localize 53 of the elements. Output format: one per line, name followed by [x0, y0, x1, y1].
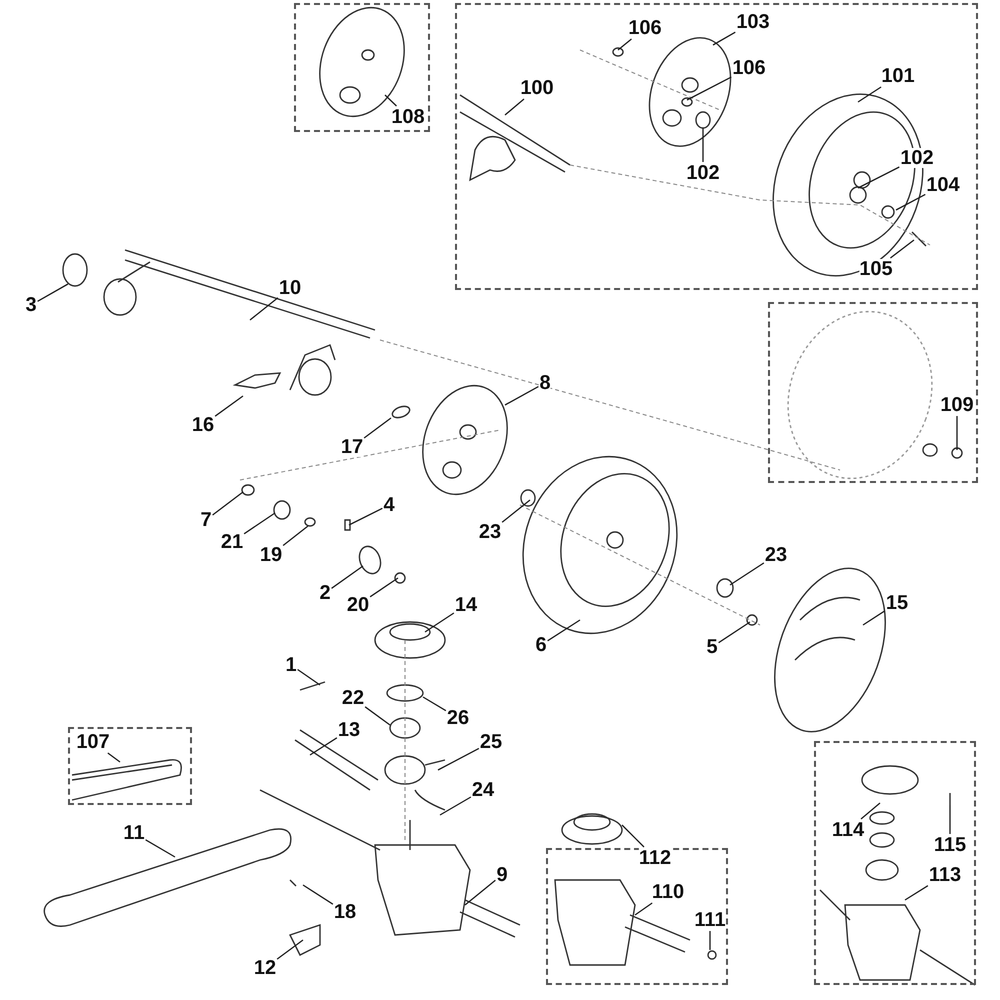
leader-line	[686, 76, 732, 101]
leader-line	[718, 621, 750, 644]
leader-line	[297, 668, 320, 686]
leader-line	[422, 696, 446, 712]
leader-line	[331, 565, 364, 589]
leader-line	[302, 884, 334, 905]
leader-line	[370, 577, 398, 598]
leader-line	[214, 395, 244, 417]
leader-line	[730, 562, 764, 586]
leader-line	[310, 737, 338, 756]
dashed-group-frame	[546, 848, 728, 985]
leader-line	[502, 500, 530, 523]
dashed-group-frame	[768, 302, 978, 483]
leader-line	[464, 880, 496, 906]
leader-line	[250, 297, 278, 320]
leader-line	[896, 194, 926, 211]
leader-line	[949, 805, 951, 834]
leader-line	[212, 491, 244, 516]
leader-line	[890, 239, 914, 259]
leader-line	[364, 417, 392, 439]
leader-line	[282, 525, 308, 546]
dashed-group-frame	[68, 727, 192, 805]
leader-line	[956, 416, 958, 450]
leader-line	[438, 748, 480, 771]
leader-line	[348, 508, 383, 526]
leader-line	[504, 386, 539, 406]
leader-line	[364, 706, 390, 726]
leader-line	[862, 610, 886, 626]
leader-line	[904, 885, 928, 901]
leader-line	[37, 283, 68, 302]
leader-line	[858, 166, 900, 189]
leader-line	[860, 802, 880, 820]
leader-line	[618, 38, 632, 50]
leader-line	[709, 931, 711, 950]
dashed-group-frame	[814, 741, 976, 985]
leader-line	[384, 94, 397, 106]
leader-line	[145, 839, 176, 858]
leader-line	[702, 128, 704, 162]
leader-line	[276, 939, 304, 960]
leader-line	[107, 752, 120, 763]
leader-line	[440, 796, 472, 816]
leader-line	[504, 98, 524, 116]
leader-line	[712, 32, 736, 46]
callout-number: 102	[900, 148, 934, 168]
leader-line	[424, 612, 454, 633]
leader-line	[244, 512, 276, 534]
leader-line	[547, 619, 580, 642]
callout-number: 17	[340, 437, 364, 457]
dashed-group-frame	[294, 3, 430, 132]
dashed-group-frame	[455, 3, 978, 290]
leader-line	[858, 86, 882, 103]
leader-line	[634, 902, 653, 916]
leader-line	[622, 824, 644, 848]
